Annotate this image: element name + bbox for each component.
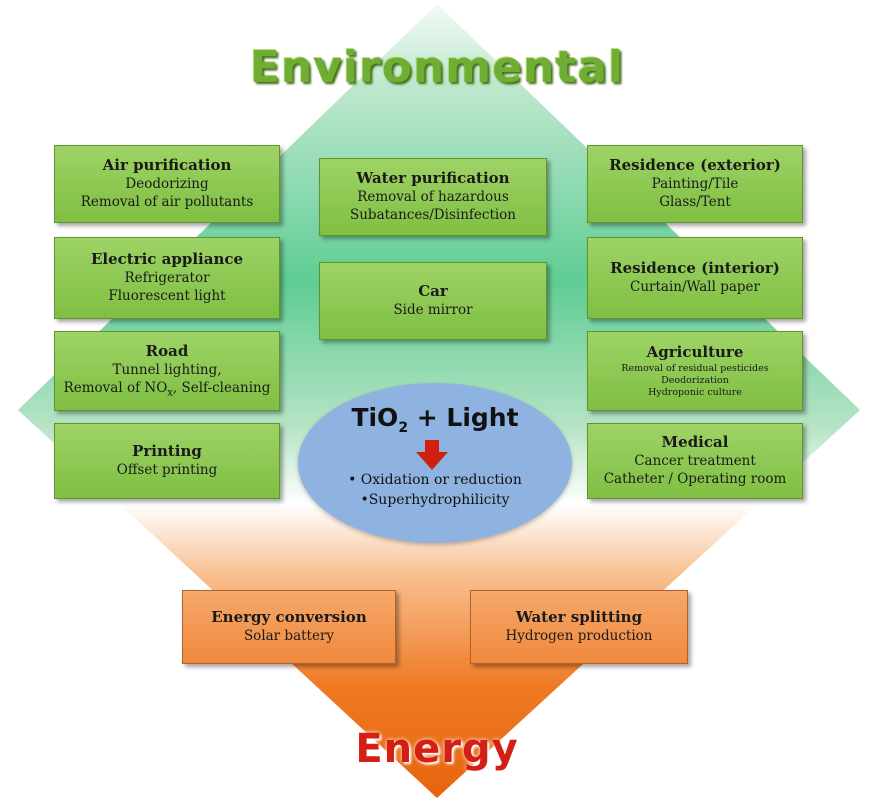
box-title: Residence (interior): [610, 259, 780, 278]
box-line: Removal of residual pesticides: [621, 363, 769, 375]
effect-oxidation: • Oxidation or reduction: [348, 472, 522, 488]
environmental-heading: Environmental: [249, 42, 625, 93]
down-arrow-icon: [416, 440, 448, 470]
residence-interior-box: Residence (interior) Curtain/Wall paper: [587, 237, 803, 319]
box-line-nox: Removal of NOx, Self-cleaning: [63, 379, 271, 399]
box-line: Painting/Tile: [651, 176, 739, 193]
printing-box: Printing Offset printing: [54, 423, 280, 499]
water-splitting-box: Water splitting Hydrogen production: [470, 590, 688, 664]
box-line: Removal of hazardous: [357, 189, 509, 206]
energy-heading: Energy: [355, 726, 519, 772]
box-title: Car: [418, 282, 448, 301]
box-line: Curtain/Wall paper: [630, 278, 760, 295]
box-line: Deodorizing: [125, 176, 209, 193]
center-ellipse: TiO2 + Light • Oxidation or reduction •S…: [298, 383, 572, 543]
box-line: Side mirror: [393, 301, 473, 318]
box-line: Catheter / Operating room: [603, 470, 787, 487]
air-purification-box: Air purification Deodorizing Removal of …: [54, 145, 280, 223]
box-line: Tunnel lighting,: [112, 362, 222, 379]
box-title: Residence (exterior): [609, 156, 781, 175]
box-line: Removal of air pollutants: [80, 193, 254, 210]
box-title: Medical: [661, 433, 729, 452]
box-line: Glass/Tent: [659, 193, 731, 210]
box-line: Offset printing: [116, 461, 218, 478]
medical-box: Medical Cancer treatment Catheter / Oper…: [587, 423, 803, 499]
tio2-light-title: TiO2 + Light: [351, 403, 519, 436]
box-title: Road: [145, 342, 189, 361]
box-title: Agriculture: [646, 343, 744, 362]
road-box: Road Tunnel lighting, Removal of NOx, Se…: [54, 331, 280, 411]
box-line: Hydroponic culture: [648, 386, 742, 398]
box-line: Cancer treatment: [634, 453, 756, 470]
center-effects: • Oxidation or reduction •Superhydrophil…: [298, 471, 572, 510]
water-purification-box: Water purification Removal of hazardous …: [319, 158, 547, 236]
box-line: Hydrogen production: [505, 627, 653, 644]
box-line: Refrigerator: [124, 270, 210, 287]
box-line: Fluorescent light: [108, 287, 226, 304]
car-box: Car Side mirror: [319, 262, 547, 340]
box-line: Subatances/Disinfection: [349, 206, 517, 223]
box-title: Air purification: [102, 156, 232, 175]
effect-superhydrophilicity: •Superhydrophilicity: [360, 491, 510, 508]
box-line: Deodorization: [661, 374, 729, 386]
box-title: Electric appliance: [90, 250, 244, 269]
agriculture-box: Agriculture Removal of residual pesticid…: [587, 331, 803, 411]
box-line: Solar battery: [243, 627, 335, 644]
box-title: Water purification: [356, 169, 510, 188]
energy-conversion-box: Energy conversion Solar battery: [182, 590, 396, 664]
box-title: Water splitting: [515, 608, 643, 627]
electric-appliance-box: Electric appliance Refrigerator Fluoresc…: [54, 237, 280, 319]
residence-exterior-box: Residence (exterior) Painting/Tile Glass…: [587, 145, 803, 223]
box-title: Energy conversion: [211, 608, 367, 627]
box-title: Printing: [132, 442, 202, 461]
